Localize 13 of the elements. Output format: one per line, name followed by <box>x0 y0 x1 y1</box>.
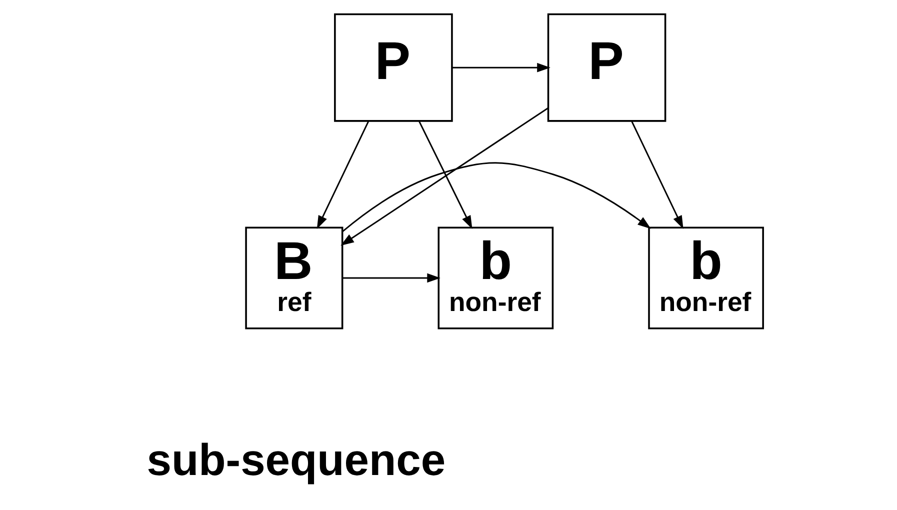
arrow <box>316 121 369 230</box>
arrow <box>630 121 683 230</box>
node-box: P <box>546 13 666 122</box>
arrow <box>340 107 548 246</box>
arrow <box>342 162 650 232</box>
node-box: P <box>334 13 452 122</box>
label: sub-sequence <box>146 436 446 485</box>
node-box: B ref <box>244 226 343 330</box>
arrow <box>452 62 550 72</box>
arrow <box>342 273 440 283</box>
arrow <box>418 121 472 230</box>
node-box: b non-ref <box>648 226 764 330</box>
node-box: b non-ref <box>437 226 554 330</box>
